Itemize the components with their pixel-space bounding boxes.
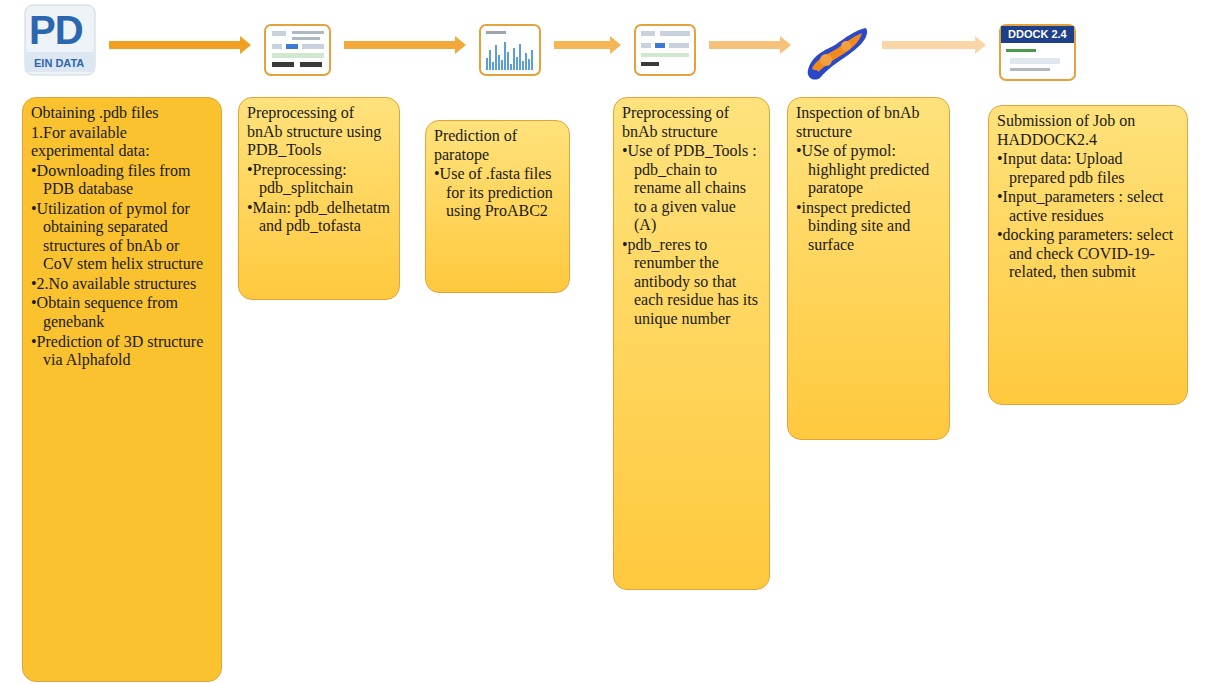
process-box: Obtaining .pdb files1.For available expe… <box>22 97 222 682</box>
flow-arrow <box>554 36 621 54</box>
flow-arrow <box>709 36 791 54</box>
box-text: •2.No available structures <box>31 275 213 294</box>
protein-structure-icon <box>808 28 867 80</box>
box-heading: Preprocessing of bnAb structure using PD… <box>247 104 391 160</box>
process-box: Preprocessing of bnAb structure using PD… <box>238 97 400 300</box>
box-text: •Use of .fasta files for its prediction … <box>434 165 561 221</box>
haddock-icon <box>1000 25 1075 80</box>
flow-arrow <box>109 36 251 54</box>
process-box: Preprocessing of bnAb structure•Use of P… <box>613 97 770 590</box>
screenshot-icon <box>265 25 330 75</box>
pdb-logo-icon <box>25 5 95 75</box>
box-text: •Utilization of pymol for obtaining sepa… <box>31 200 213 274</box>
box-text: 1.For available experimental data: <box>31 124 213 161</box>
box-heading: Submission of Job on HADDOCK2.4 <box>997 112 1179 149</box>
box-text: •Preprocessing: pdb_splitchain <box>247 161 391 198</box>
process-box: Prediction of paratope•Use of .fasta fil… <box>425 120 570 293</box>
box-heading: Inspection of bnAb structure <box>796 104 941 141</box>
box-text: •Obtain sequence from genebank <box>31 294 213 331</box>
box-text: •Prediction of 3D structure via Alphafol… <box>31 333 213 370</box>
box-text: •Downloading files from PDB database <box>31 162 213 199</box>
process-box: Submission of Job on HADDOCK2.4•Input da… <box>988 105 1188 405</box>
flow-arrow <box>882 36 986 54</box>
box-heading: Preprocessing of bnAb structure <box>622 104 761 141</box>
flow-arrow <box>344 36 466 54</box>
box-heading: Prediction of paratope <box>434 127 561 164</box>
box-text: •Main: pdb_delhetatm and pdb_tofasta <box>247 199 391 236</box>
box-text: •Use of PDB_Tools : pdb_chain to rename … <box>622 142 761 235</box>
chart-icon <box>480 25 540 75</box>
logo-subtext: EIN DATA <box>34 58 84 69</box>
box-text: •docking parameters: select and check CO… <box>997 226 1179 282</box>
logo-text: DDOCK 2.4 <box>1008 29 1067 40</box>
box-heading: Obtaining .pdb files <box>31 104 213 123</box>
box-text: •USe of pymol: highlight predicted parat… <box>796 142 941 198</box>
box-text: •Input_parameters : select active residu… <box>997 188 1179 225</box>
box-text: •pdb_reres to renumber the antibody so t… <box>622 236 761 329</box>
logo-text: PD <box>29 10 83 50</box>
process-box: Inspection of bnAb structure•USe of pymo… <box>787 97 950 440</box>
screenshot-icon <box>635 25 695 75</box>
box-text: •inspect predicted binding site and surf… <box>796 199 941 255</box>
box-text: •Input data: Upload prepared pdb files <box>997 150 1179 187</box>
